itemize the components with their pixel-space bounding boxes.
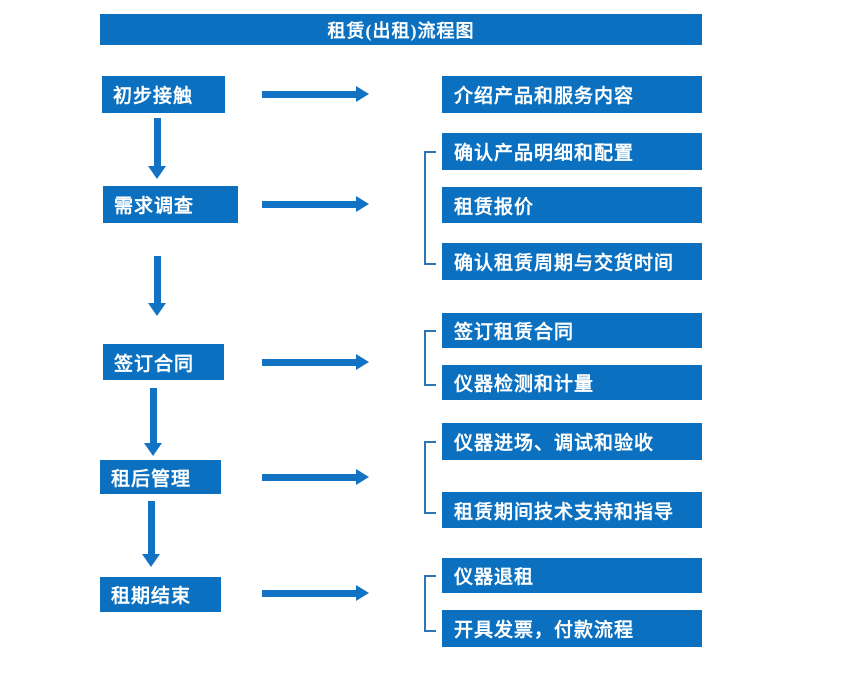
- right-arrow-5-icon: [356, 585, 369, 601]
- right-arrow-1-line: [262, 91, 356, 98]
- down-arrow-1-icon: [148, 166, 166, 179]
- bracket-4: [424, 441, 436, 514]
- detail-box-2-3: 确认租赁周期与交货时间: [442, 243, 702, 280]
- down-arrow-1-line: [154, 118, 161, 166]
- right-arrow-2-line: [262, 201, 356, 208]
- stage-2-box: 需求调查: [103, 186, 238, 223]
- detail-box-2-2: 租赁报价: [442, 187, 702, 223]
- stage-5-box: 租期结束: [100, 577, 221, 612]
- bracket-3: [424, 330, 436, 386]
- right-arrow-3-icon: [356, 354, 369, 370]
- detail-box-3-1: 签订租赁合同: [442, 313, 702, 348]
- right-arrow-5-line: [262, 590, 356, 597]
- stage-4-box: 租后管理: [100, 460, 221, 494]
- bracket-5: [424, 575, 436, 632]
- detail-box-5-1: 仪器退租: [442, 558, 702, 593]
- flowchart-title: 租赁(出租)流程图: [100, 14, 702, 45]
- detail-box-1-1: 介绍产品和服务内容: [442, 76, 702, 113]
- right-arrow-2-icon: [356, 196, 369, 212]
- detail-box-3-2: 仪器检测和计量: [442, 365, 702, 400]
- detail-box-4-1: 仪器进场、调试和验收: [442, 423, 702, 460]
- stage-1-box: 初步接触: [102, 76, 225, 113]
- right-arrow-4-line: [262, 474, 356, 481]
- right-arrow-4-icon: [356, 469, 369, 485]
- detail-box-2-1: 确认产品明细和配置: [442, 133, 702, 170]
- down-arrow-2-icon: [148, 303, 166, 316]
- right-arrow-3-line: [262, 359, 356, 366]
- stage-3-box: 签订合同: [103, 344, 224, 380]
- down-arrow-3-icon: [144, 443, 162, 456]
- bracket-2: [424, 151, 436, 265]
- down-arrow-4-icon: [142, 554, 160, 567]
- down-arrow-4-line: [148, 501, 155, 554]
- detail-box-4-2: 租赁期间技术支持和指导: [442, 492, 702, 528]
- right-arrow-1-icon: [356, 86, 369, 102]
- detail-box-5-2: 开具发票，付款流程: [442, 610, 702, 647]
- down-arrow-2-line: [154, 256, 161, 303]
- down-arrow-3-line: [150, 388, 157, 443]
